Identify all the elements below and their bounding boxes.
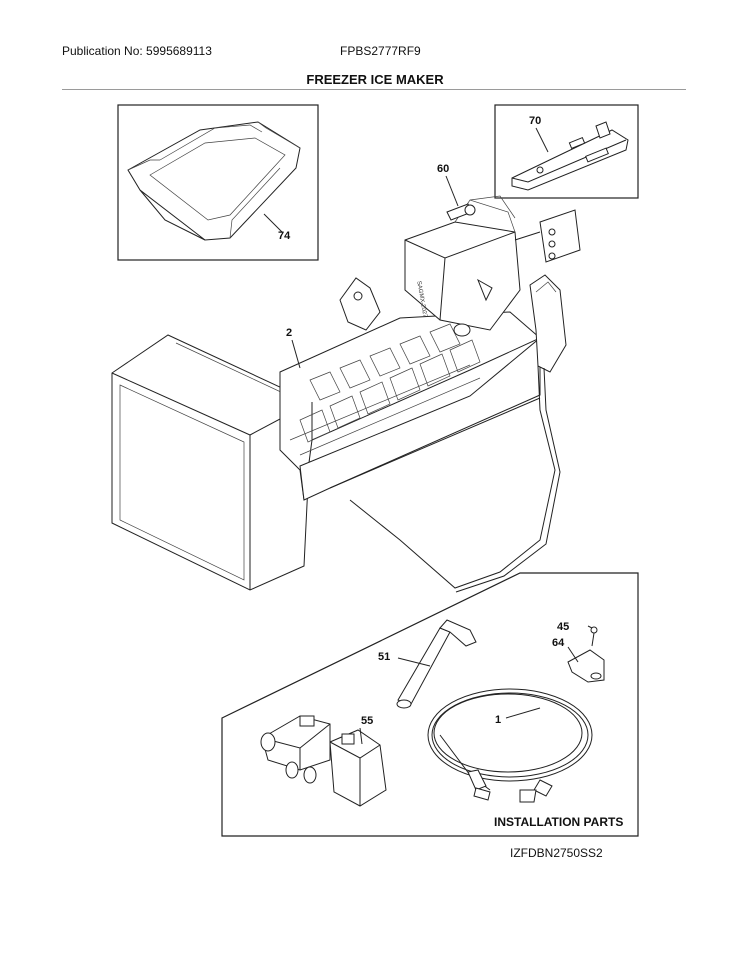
callout-1: 1 <box>495 714 501 726</box>
leader-55 <box>359 727 363 745</box>
leader-51 <box>397 657 431 667</box>
callout-74: 74 <box>278 230 291 242</box>
water-line-part <box>427 688 593 803</box>
callout-60: 60 <box>437 163 449 175</box>
leader-60 <box>445 175 459 207</box>
installation-parts-box <box>221 572 639 837</box>
water-valve-part <box>260 715 387 807</box>
installation-parts-label: INSTALLATION PARTS <box>494 815 623 829</box>
model-number: FPBS2777RF9 <box>340 44 421 58</box>
leader-64 <box>567 646 579 663</box>
callout-2: 2 <box>286 327 292 339</box>
callout-64: 64 <box>552 637 565 649</box>
fill-tube-part <box>396 619 477 709</box>
bracket-box <box>494 104 639 199</box>
bracket-part <box>511 121 629 191</box>
leader-70 <box>535 127 549 153</box>
leader-74 <box>263 213 283 233</box>
callout-70: 70 <box>529 115 541 127</box>
diagram-code: IZFDBN2750SS2 <box>510 846 603 860</box>
ice-bucket-part <box>127 121 301 241</box>
callout-45: 45 <box>557 621 569 633</box>
leader-2 <box>291 339 301 369</box>
leader-1 <box>505 707 541 719</box>
page-title: FREEZER ICE MAKER <box>306 72 444 87</box>
callout-51: 51 <box>378 651 390 663</box>
ice-maker-assembly: SAGMX-2027 <box>111 195 581 593</box>
publication-number: Publication No: 5995689113 <box>62 44 212 58</box>
ice-bucket-box <box>117 104 319 261</box>
header-divider <box>62 89 686 90</box>
clamp-part <box>567 649 605 683</box>
leader-45 <box>587 625 593 629</box>
screw-part <box>590 626 598 647</box>
callout-55: 55 <box>361 715 373 727</box>
